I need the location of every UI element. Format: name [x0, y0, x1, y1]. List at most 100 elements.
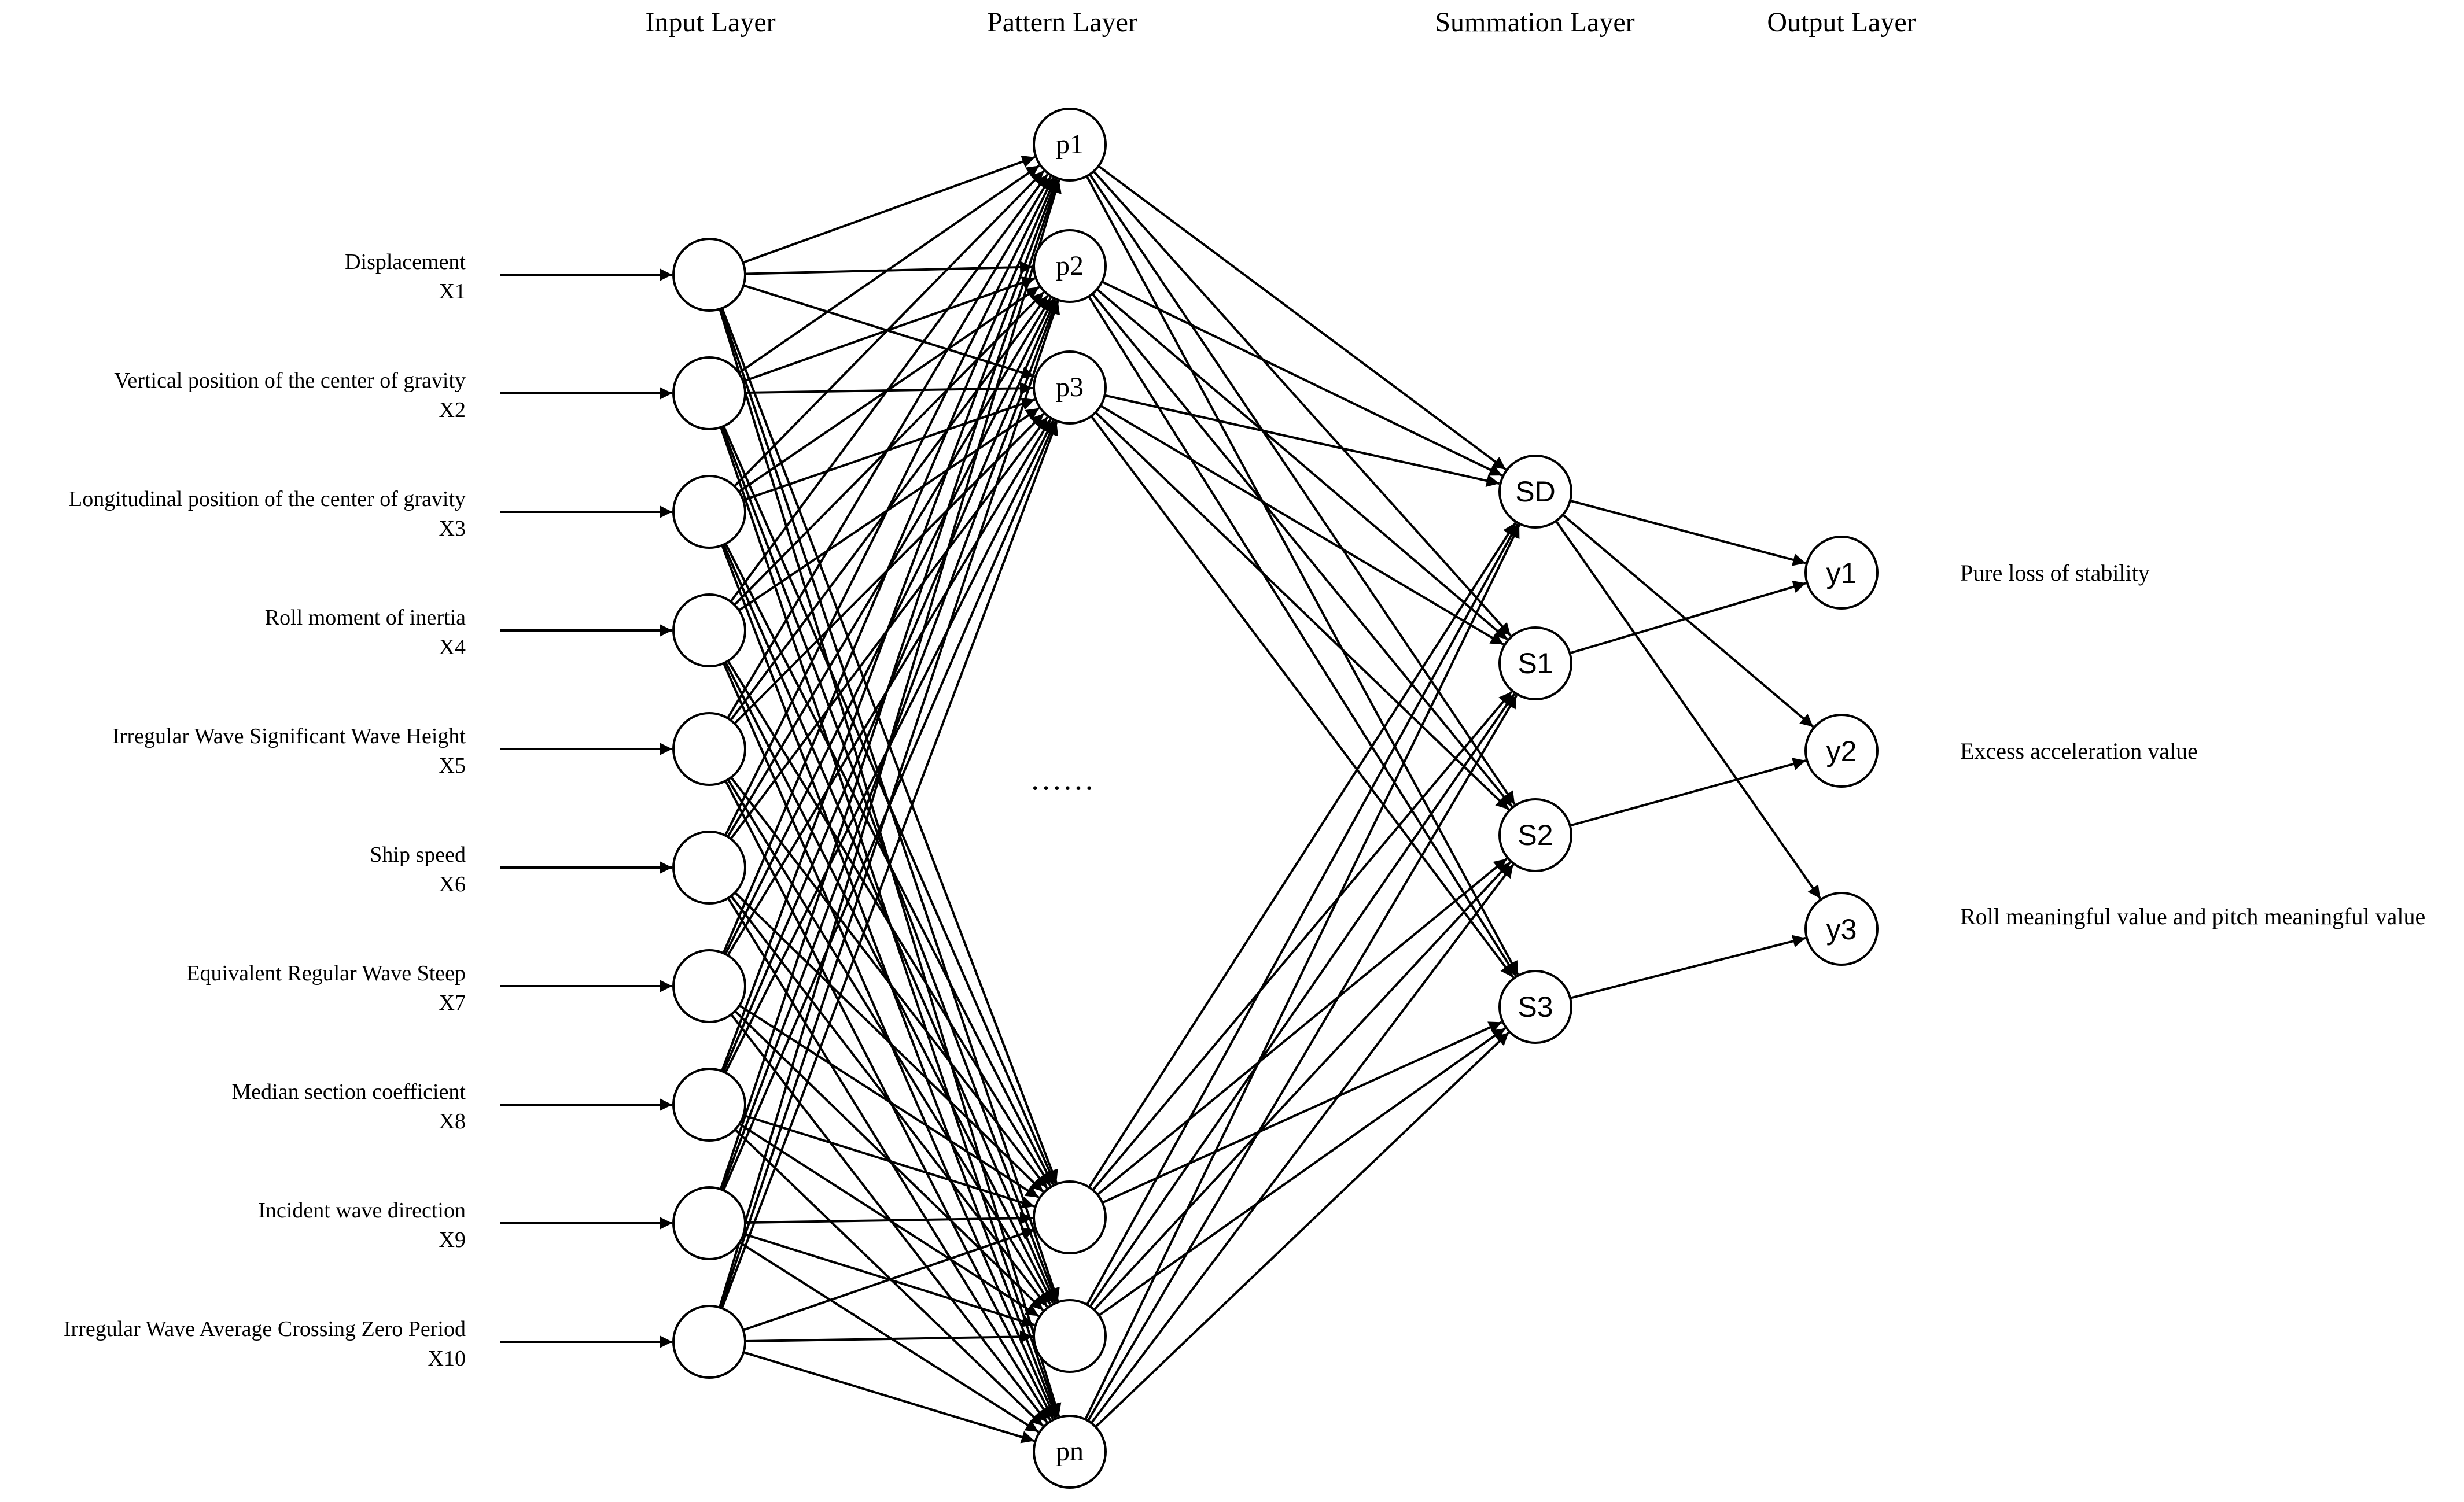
pattern-node: [1033, 1299, 1107, 1373]
pattern-summation-edge: [1093, 861, 1511, 1311]
input-label: Median section coefficient: [232, 1080, 466, 1104]
pattern-node-label: p3: [1056, 372, 1084, 403]
pattern-summation-edge: [1089, 693, 1516, 1308]
output-node: [1804, 892, 1879, 966]
pattern-summation-edge: [1100, 404, 1504, 646]
summation-output-edge: [1570, 758, 1806, 827]
output-description: Roll meaningful value and pitch meaningf…: [1960, 903, 2425, 929]
output-node-label: y3: [1826, 913, 1857, 946]
pattern-summation-edge: [1104, 394, 1500, 487]
input-node: [672, 356, 746, 430]
input-pattern-edge: [734, 891, 1044, 1193]
pattern-summation-edge: [1095, 411, 1510, 811]
input-var: X7: [439, 991, 466, 1015]
output-description: Excess acceleration value: [1960, 738, 2198, 764]
output-node-label: y2: [1826, 735, 1857, 767]
pattern-node: [1033, 108, 1107, 182]
input-pattern-edge: [720, 179, 1059, 1072]
pattern-summation-edge: [1089, 174, 1516, 806]
summation-layer-title: Summation Layer: [1435, 7, 1634, 38]
output-node: [1804, 714, 1879, 788]
pattern-node: [1033, 1415, 1107, 1489]
summation-output-edge: [1569, 580, 1807, 655]
input-var: X1: [439, 279, 466, 304]
input-label: Irregular Wave Significant Wave Height: [112, 724, 466, 748]
input-node: [672, 949, 746, 1023]
input-pattern-edge: [730, 776, 1048, 1189]
summation-node: [1498, 455, 1572, 529]
input-var: X9: [439, 1228, 466, 1252]
summation-output-edge: [1555, 520, 1821, 899]
pattern-node-label: p2: [1056, 250, 1084, 281]
input-label: Irregular Wave Average Crossing Zero Per…: [64, 1317, 466, 1341]
summation-node: [1498, 798, 1572, 872]
input-var: X6: [439, 872, 466, 896]
input-pattern-edge: [718, 179, 1062, 1308]
input-node: [672, 593, 746, 667]
input-var: X4: [439, 635, 466, 659]
input-labels: Displacement X1 Vertical position of the…: [64, 250, 466, 1371]
pattern-node: [1033, 350, 1107, 425]
input-pattern-edge: [742, 155, 1036, 264]
pattern-node-label: p1: [1056, 129, 1084, 160]
input-pattern-edge: [722, 178, 1056, 954]
pattern-summation-edge: [1086, 695, 1518, 1422]
input-pattern-edge: [745, 1212, 1033, 1225]
pattern-node: [1033, 229, 1107, 303]
connections: [500, 155, 1821, 1444]
input-pattern-edge: [719, 179, 1060, 1190]
input-node: [672, 475, 746, 549]
pattern-summation-edge: [1088, 522, 1517, 1188]
summation-output-edge: [1570, 499, 1806, 566]
pattern-summation-edge: [1095, 1031, 1510, 1428]
pattern-summation-edge: [1090, 415, 1515, 979]
pattern-summation-edge: [1096, 858, 1508, 1196]
summation-output-edge: [1562, 514, 1814, 728]
input-pattern-edge: [739, 1004, 1040, 1199]
output-description: Pure loss of stability: [1960, 560, 2150, 586]
input-node: [672, 1068, 746, 1142]
input-pattern-edge: [727, 175, 1052, 719]
pattern-layer-title: Pattern Layer: [987, 7, 1137, 38]
nodes: [672, 108, 1879, 1489]
pattern-summation-edge: [1086, 523, 1519, 1305]
input-label: Ship speed: [370, 843, 466, 867]
pattern-node-label: pn: [1056, 1436, 1084, 1467]
summation-node: [1498, 626, 1572, 700]
input-label: Vertical position of the center of gravi…: [114, 368, 466, 393]
input-layer-title: Input Layer: [645, 7, 775, 38]
input-var: X2: [439, 398, 466, 422]
input-pattern-edge: [739, 1241, 1040, 1433]
output-node-label: y1: [1826, 557, 1857, 589]
input-var: X3: [439, 516, 466, 541]
input-label: Longitudinal position of the center of g…: [69, 487, 466, 511]
output-node: [1804, 536, 1879, 610]
summation-output-edge: [1570, 935, 1806, 999]
input-pattern-edge: [724, 177, 1055, 836]
input-node: [672, 831, 746, 905]
node-labels: p1 p2 p3 pn …… SD S1 S2 S3 y1 y2 y3: [1030, 129, 1857, 1467]
pattern-summation-edge: [1098, 1027, 1506, 1316]
pattern-summation-edge: [1097, 165, 1507, 471]
input-pattern-edge: [730, 1013, 1048, 1423]
input-var: X10: [428, 1346, 466, 1371]
pattern-summation-edge: [1088, 296, 1517, 976]
input-node: [672, 1305, 746, 1379]
pattern-ellipsis: ……: [1030, 761, 1095, 797]
input-pattern-edge: [743, 1351, 1035, 1444]
summation-node-label: S2: [1518, 819, 1553, 851]
output-descriptions: Pure loss of stability Excess accelerati…: [1960, 560, 2425, 929]
input-pattern-edge: [719, 301, 1060, 1308]
summation-node-label: SD: [1515, 475, 1555, 508]
summation-node: [1498, 970, 1572, 1044]
summation-node-label: S3: [1518, 991, 1553, 1023]
input-label: Displacement: [345, 250, 466, 274]
input-pattern-edge: [733, 170, 1045, 488]
input-pattern-edge: [745, 1330, 1033, 1344]
input-pattern-edge: [734, 1128, 1044, 1427]
pattern-summation-edge: [1102, 1021, 1502, 1204]
input-var: X5: [439, 754, 466, 778]
input-label: Incident wave direction: [258, 1198, 466, 1223]
input-pattern-edge: [742, 1227, 1036, 1331]
